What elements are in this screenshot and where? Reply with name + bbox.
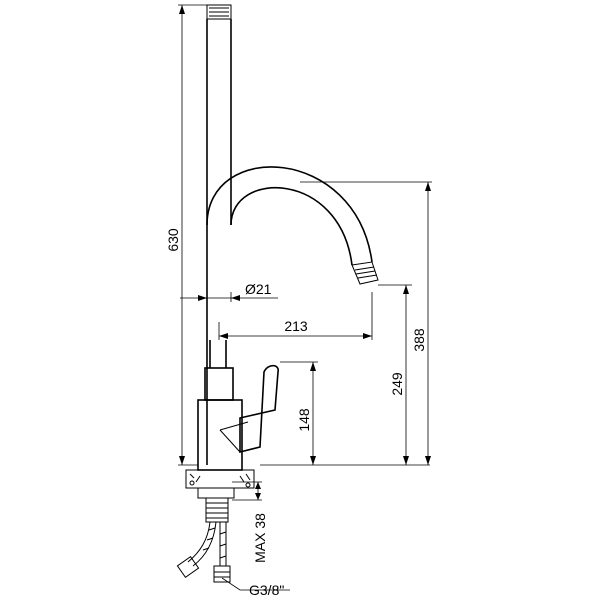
supply-hoses (176, 521, 231, 583)
label-max38: MAX 38 (252, 513, 268, 563)
threaded-shank (205, 497, 229, 523)
label-249: 249 (389, 372, 405, 396)
spout-outer-curve (206, 166, 373, 263)
faucet-outline (176, 4, 379, 583)
dimension-labels: 630 Ø21 213 249 388 148 MAX 38 G3/8" (165, 228, 427, 598)
dimension-lines (178, 4, 432, 591)
body-lower (197, 399, 243, 471)
label-g38: G3/8" (249, 582, 284, 598)
spout-inner-curve (230, 187, 353, 266)
body-upper (204, 367, 234, 401)
label-388: 388 (411, 328, 427, 352)
pipe-top-cap (206, 4, 232, 20)
label-148: 148 (296, 408, 312, 432)
aerator-tip (351, 261, 379, 285)
leader-g38 (221, 577, 290, 591)
label-213: 213 (284, 318, 308, 334)
base-nut (185, 469, 255, 499)
label-diameter: Ø21 (245, 281, 272, 297)
label-630: 630 (165, 228, 181, 252)
lever-handle (239, 364, 279, 454)
